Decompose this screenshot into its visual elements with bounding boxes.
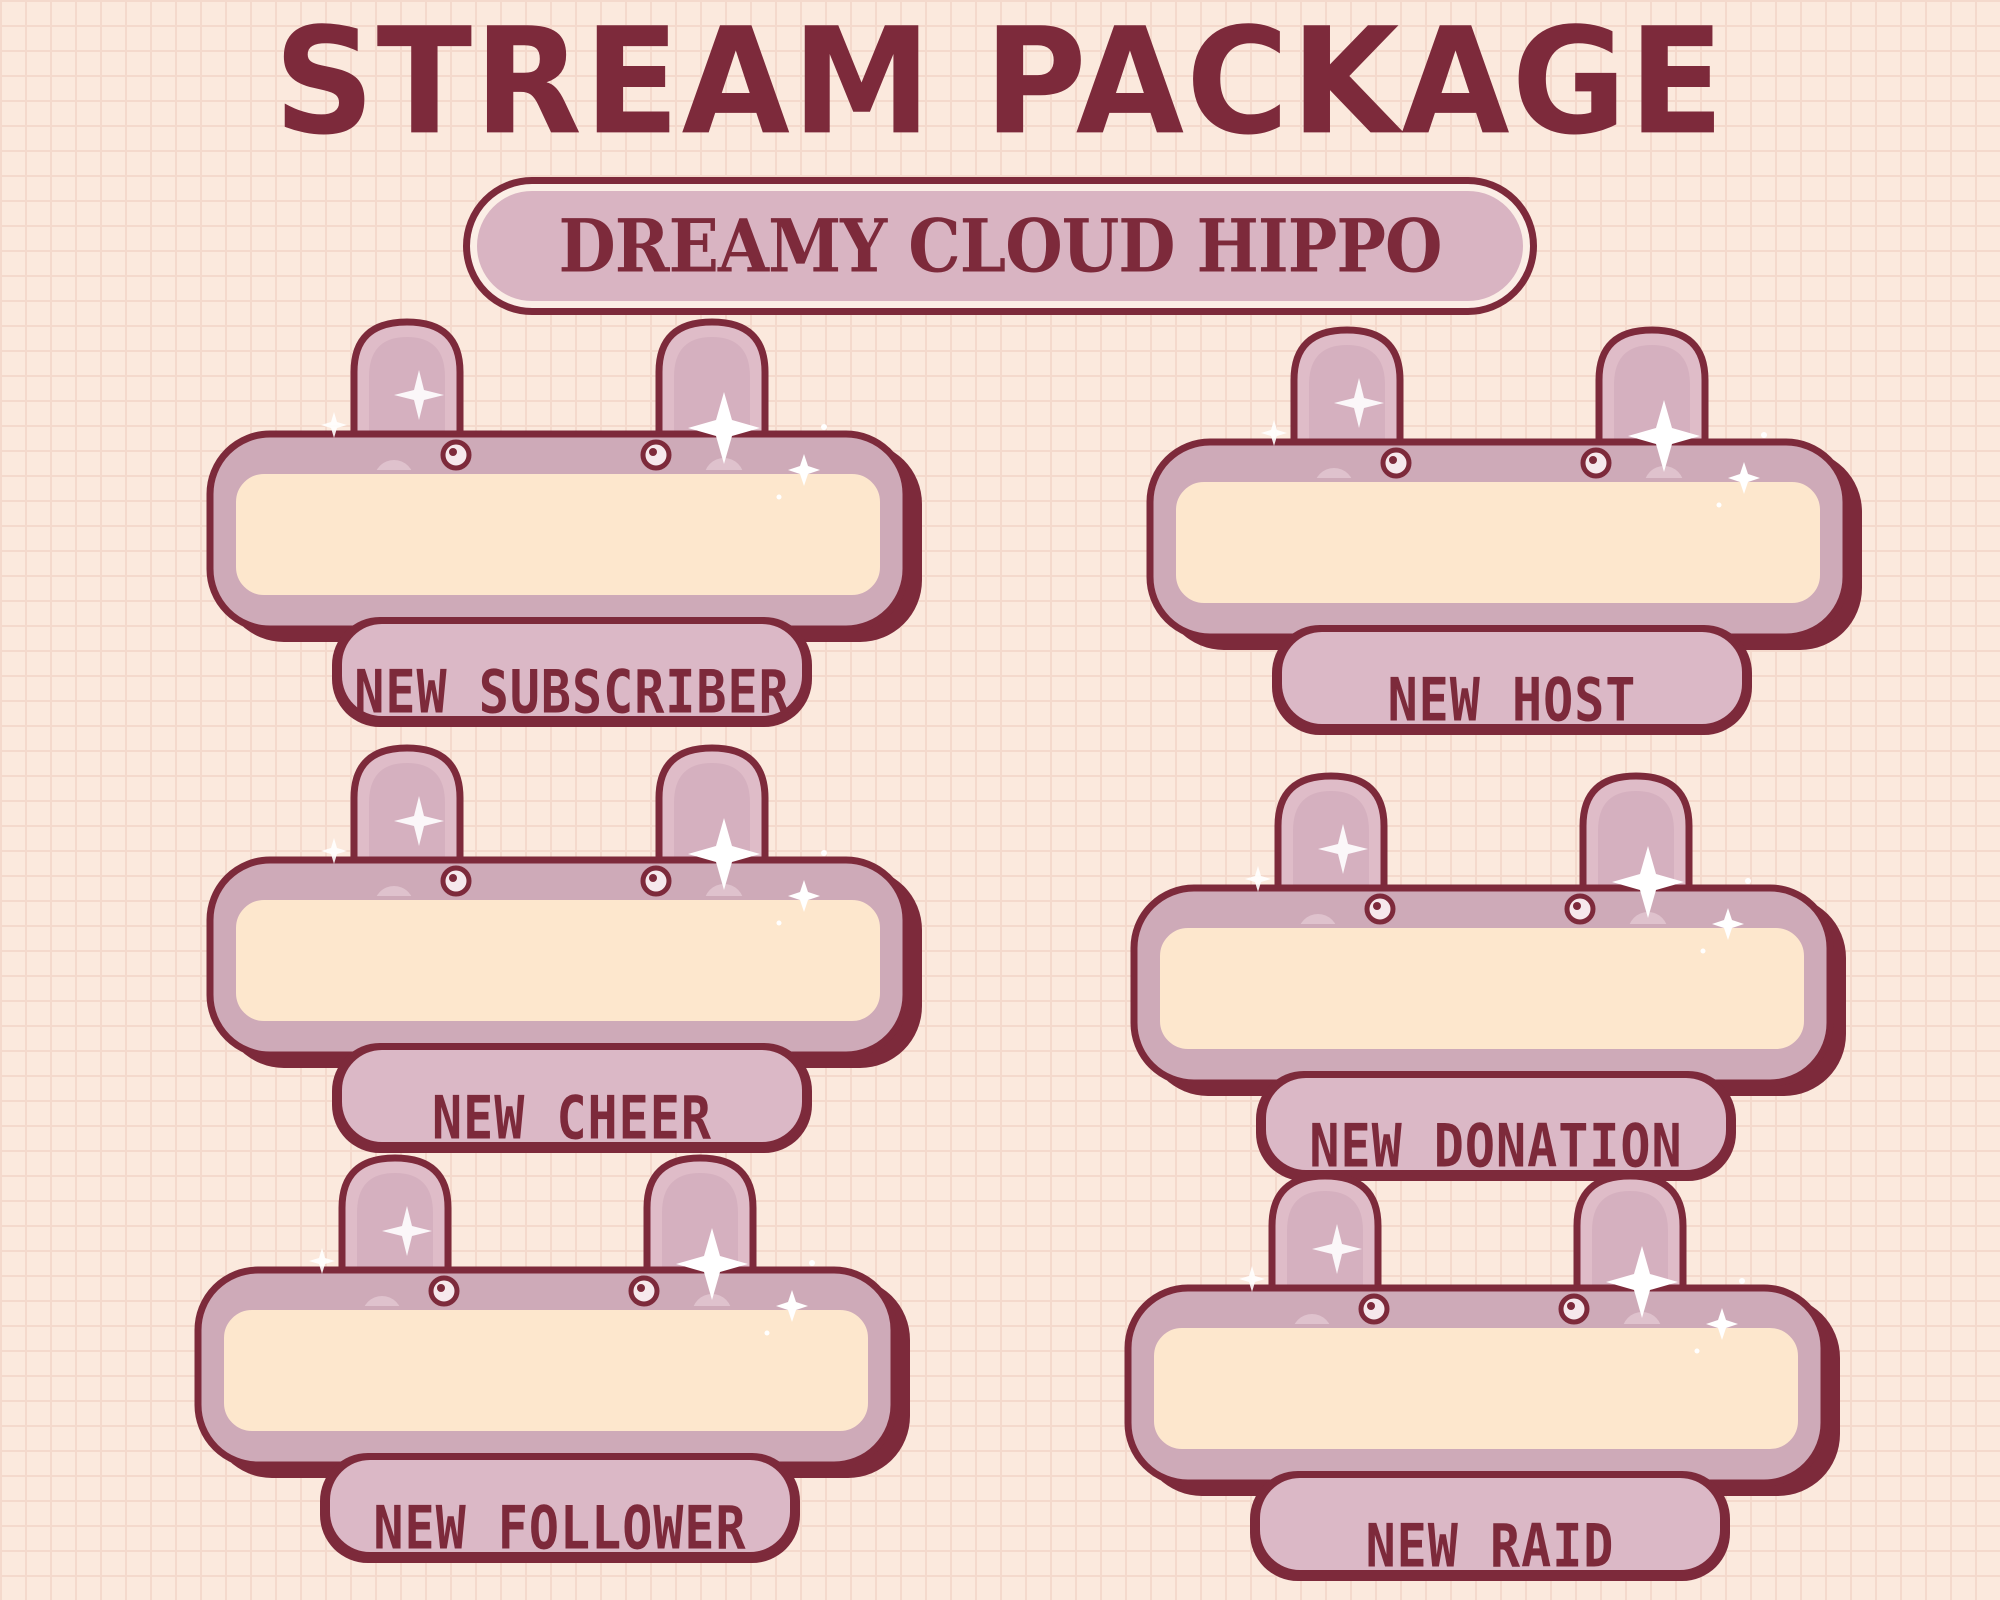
alert-label: NEW RAID	[1365, 1511, 1615, 1581]
page-title: STREAM PACKAGE	[273, 0, 1727, 169]
alert-label: NEW HOST	[1387, 665, 1637, 735]
alert-label: NEW SUBSCRIBER	[354, 657, 790, 727]
subtitle-text: DREAMY CLOUD HIPPO	[558, 203, 1443, 289]
alert-label: NEW FOLLOWER	[373, 1493, 747, 1563]
alert-new-follower: NEW FOLLOWER	[192, 1158, 912, 1578]
alert-new-subscriber: NEW SUBSCRIBER	[204, 322, 924, 742]
subtitle-banner: DREAMY CLOUD HIPPO	[463, 177, 1537, 315]
alert-new-raid: NEW RAID	[1122, 1176, 1842, 1596]
alert-label: NEW CHEER	[432, 1083, 712, 1153]
alert-label: NEW DONATION	[1309, 1111, 1683, 1181]
alert-new-cheer: NEW CHEER	[204, 748, 924, 1168]
alert-new-host: NEW HOST	[1144, 330, 1864, 750]
alert-new-donation: NEW DONATION	[1128, 776, 1848, 1196]
